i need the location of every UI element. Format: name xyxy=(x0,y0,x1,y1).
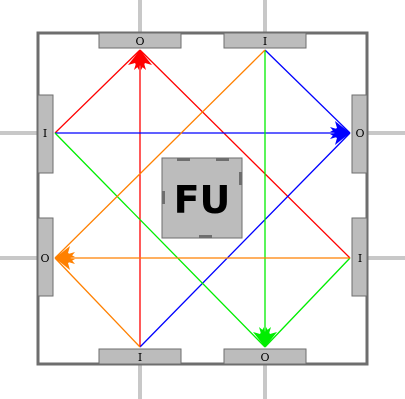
port-label-bottom-right: O xyxy=(260,351,269,364)
fu-label: FU xyxy=(174,178,231,222)
route-orange-bottom-to-left xyxy=(54,257,141,348)
port-label-top-left: O xyxy=(135,35,144,48)
route-red-right-to-top xyxy=(139,49,351,259)
arrowhead-blue-2 xyxy=(330,121,350,133)
arrowhead-orange-3 xyxy=(55,258,75,270)
arrowhead-red-2 xyxy=(140,50,152,70)
port-left-lower xyxy=(37,217,54,297)
port-label-right-upper: O xyxy=(355,127,364,140)
arrowhead-green-2 xyxy=(253,327,265,347)
route-green-right-to-bottom xyxy=(264,257,351,348)
port-label-left-lower: O xyxy=(40,252,49,265)
port-label-top-right: I xyxy=(263,35,267,48)
arrowhead-green-3 xyxy=(265,327,277,347)
fu-pin-left xyxy=(162,191,165,204)
fu-pin-right xyxy=(239,172,242,185)
fu-pin-bottom xyxy=(199,235,212,238)
port-right-upper xyxy=(351,94,368,174)
route-blue-top-to-right xyxy=(264,49,351,134)
functional-unit: FU xyxy=(161,157,243,239)
arrowheads xyxy=(55,50,350,347)
arrowhead-blue-3 xyxy=(330,133,350,145)
port-right-lower xyxy=(351,217,368,297)
routing-lines xyxy=(54,49,351,348)
port-label-left-upper: I xyxy=(43,127,47,140)
fu-box xyxy=(161,157,243,239)
route-green-left-to-bottom xyxy=(54,132,266,348)
route-blue-bottom-to-right xyxy=(139,132,351,348)
port-label-right-lower: I xyxy=(358,252,362,265)
route-orange-top-to-left xyxy=(54,49,266,259)
port-top-left xyxy=(98,32,182,49)
route-red-left-to-top xyxy=(54,49,141,134)
arrowhead-orange-2 xyxy=(55,246,75,258)
arrowhead-red-3 xyxy=(128,50,140,70)
fu-pin-top-1 xyxy=(177,158,190,161)
ports xyxy=(37,32,368,365)
port-label-bottom-left: I xyxy=(138,351,142,364)
fu-pin-top-2 xyxy=(216,158,229,161)
port-top-right xyxy=(223,32,307,49)
port-bottom-left xyxy=(98,348,182,365)
port-labels: O I I O I O O I xyxy=(40,35,364,364)
port-left-upper xyxy=(37,94,54,174)
port-bottom-right xyxy=(223,348,307,365)
